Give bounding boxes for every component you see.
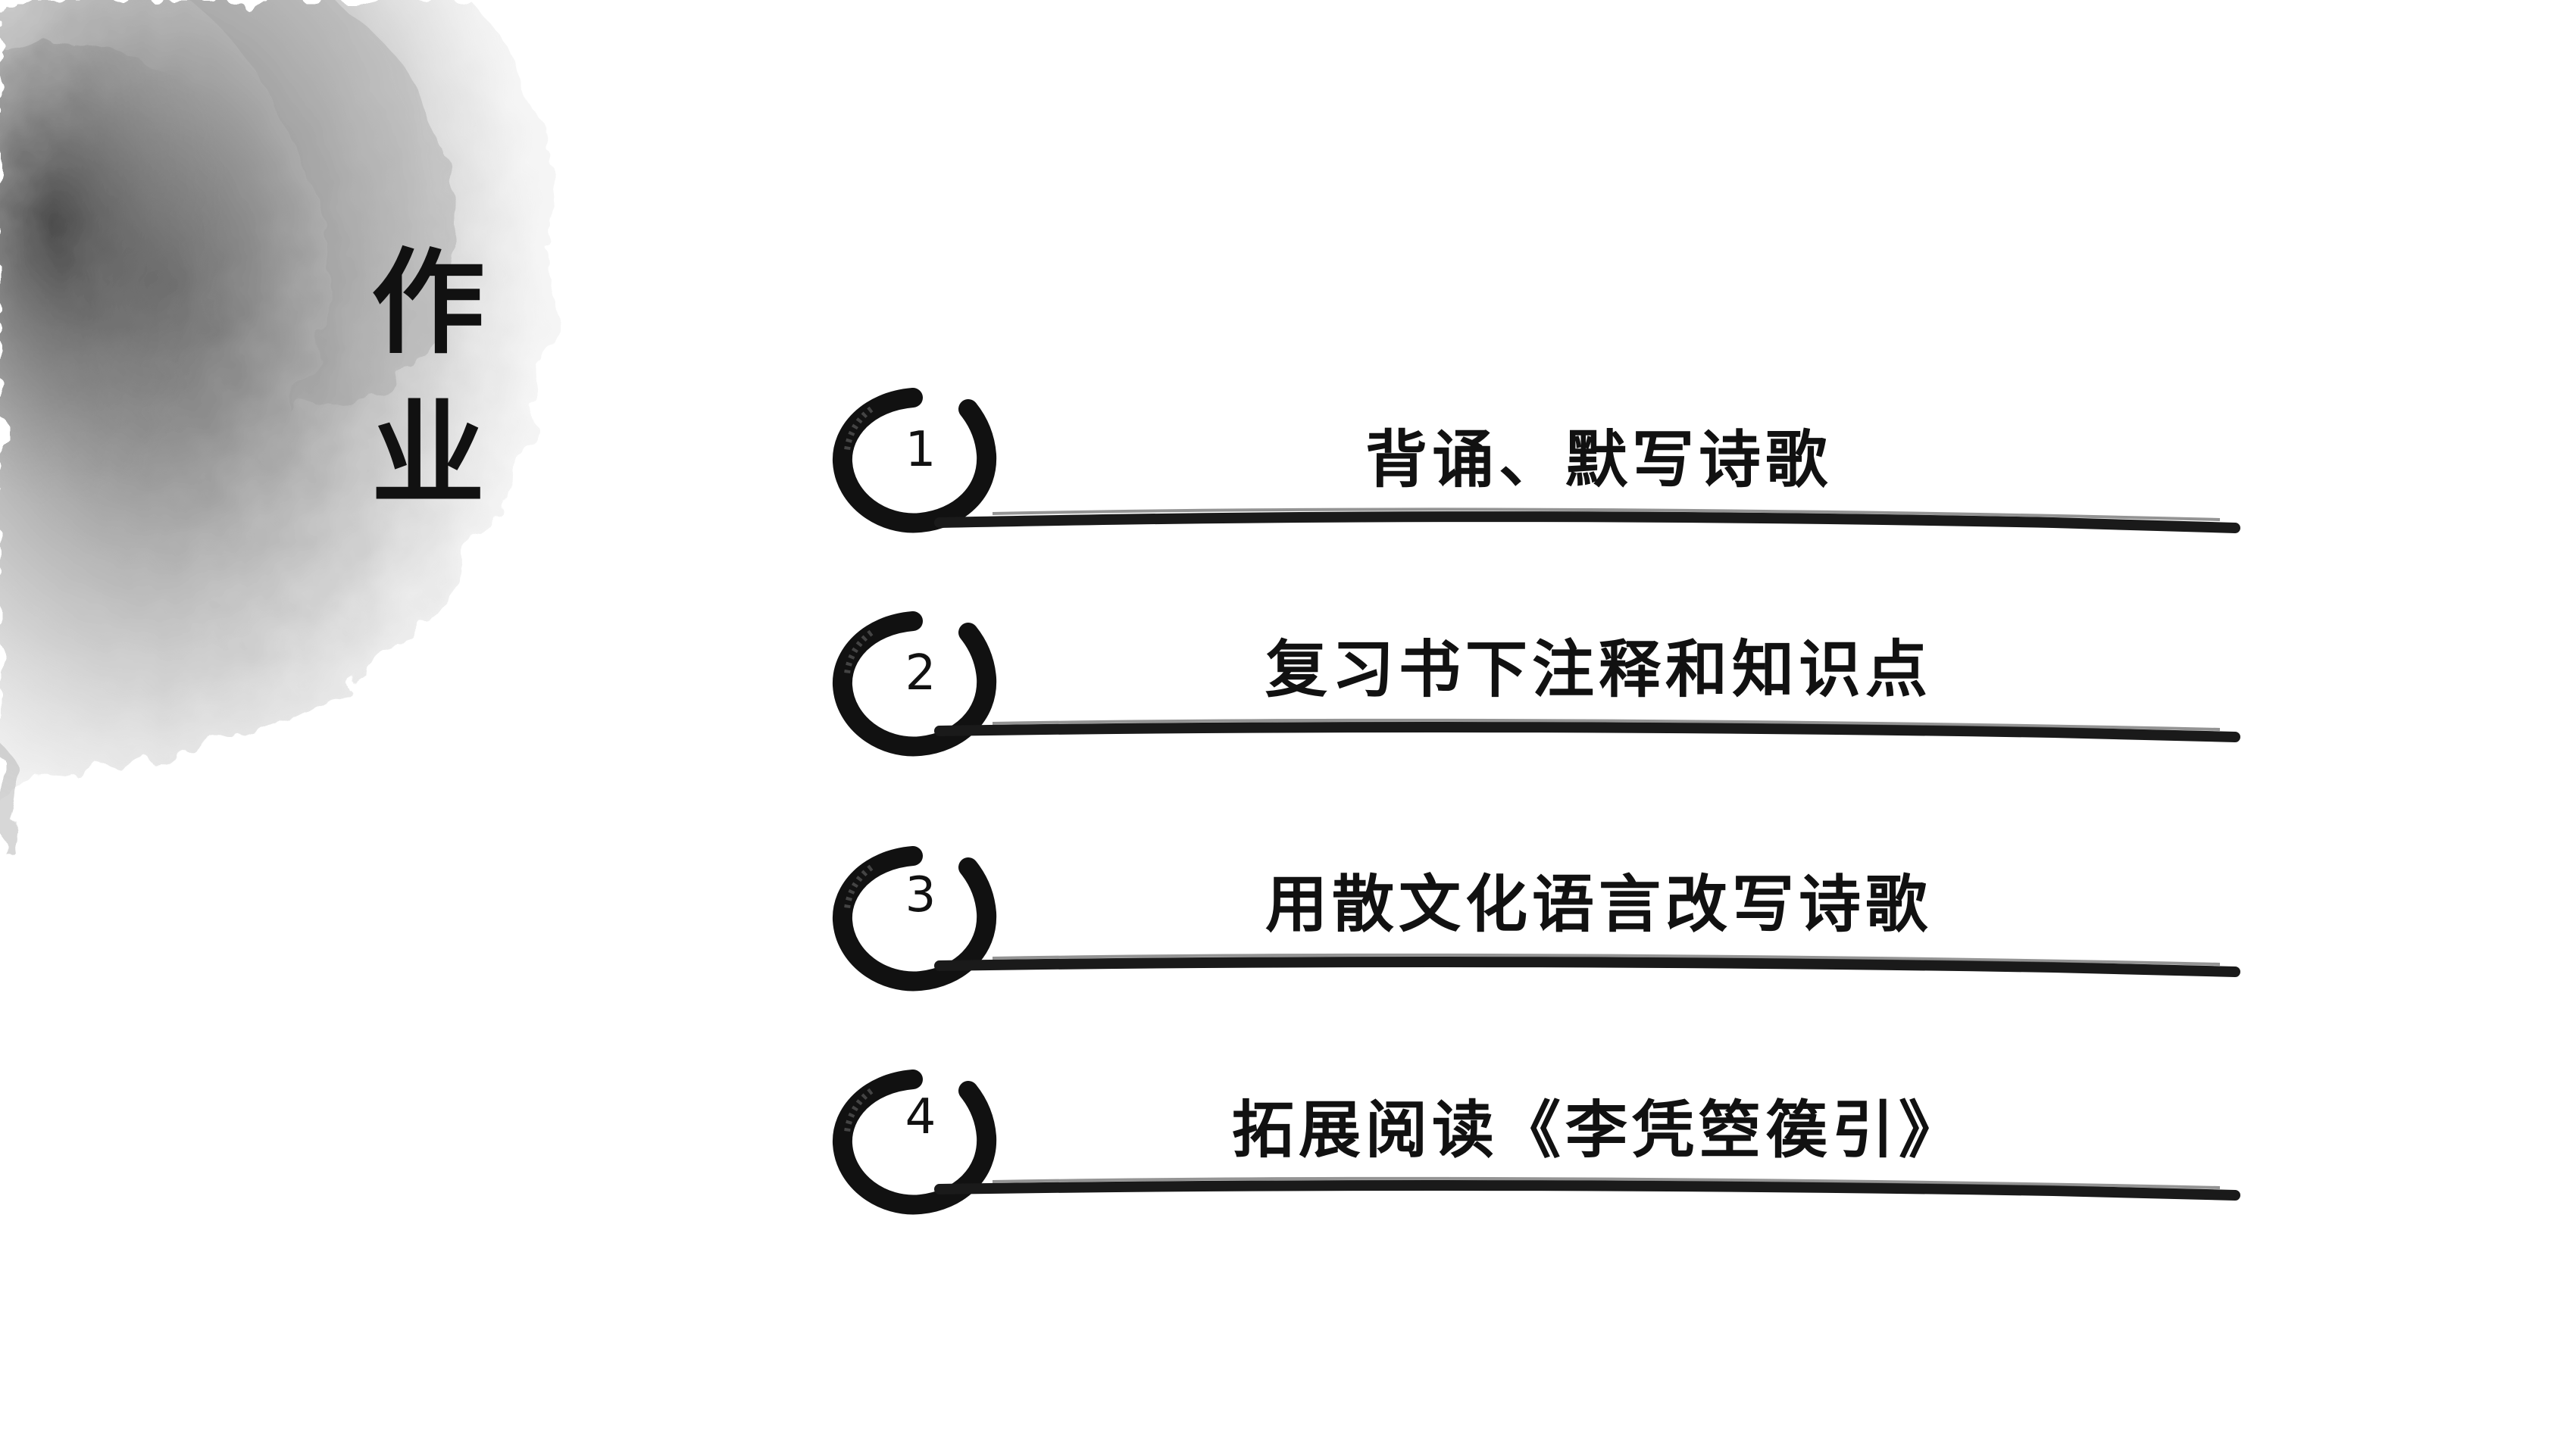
item-text: 复习书下注释和知识点 bbox=[1265, 633, 1932, 706]
item-text: 拓展阅读《李凭箜篌引》 bbox=[1231, 1094, 1965, 1166]
title-char: 作 bbox=[370, 236, 485, 370]
item-number: 4 bbox=[905, 1089, 936, 1145]
ink-brush-circle-icon bbox=[832, 846, 2240, 992]
page-title: 作 业 bbox=[356, 227, 500, 530]
list-item: 2 复习书下注释和知识点 bbox=[826, 602, 2250, 761]
item-number: 1 bbox=[905, 422, 936, 478]
ink-brush-circle-icon bbox=[832, 388, 2240, 533]
ink-brush-circle-icon bbox=[832, 1070, 2240, 1215]
list-item: 1 背诵、默写诗歌 bbox=[826, 379, 2250, 538]
title-char: 业 bbox=[370, 388, 485, 521]
item-text: 用散文化语言改写诗歌 bbox=[1265, 868, 1932, 941]
ink-wash-decoration bbox=[0, 0, 555, 848]
item-number: 3 bbox=[905, 867, 936, 923]
list-item: 4 拓展阅读《李凭箜篌引》 bbox=[826, 1060, 2250, 1219]
ink-brush-circle-icon bbox=[832, 611, 2240, 757]
list-item: 3 用散文化语言改写诗歌 bbox=[826, 837, 2250, 996]
item-text: 背诵、默写诗歌 bbox=[1365, 423, 1832, 496]
item-number: 2 bbox=[905, 645, 936, 701]
